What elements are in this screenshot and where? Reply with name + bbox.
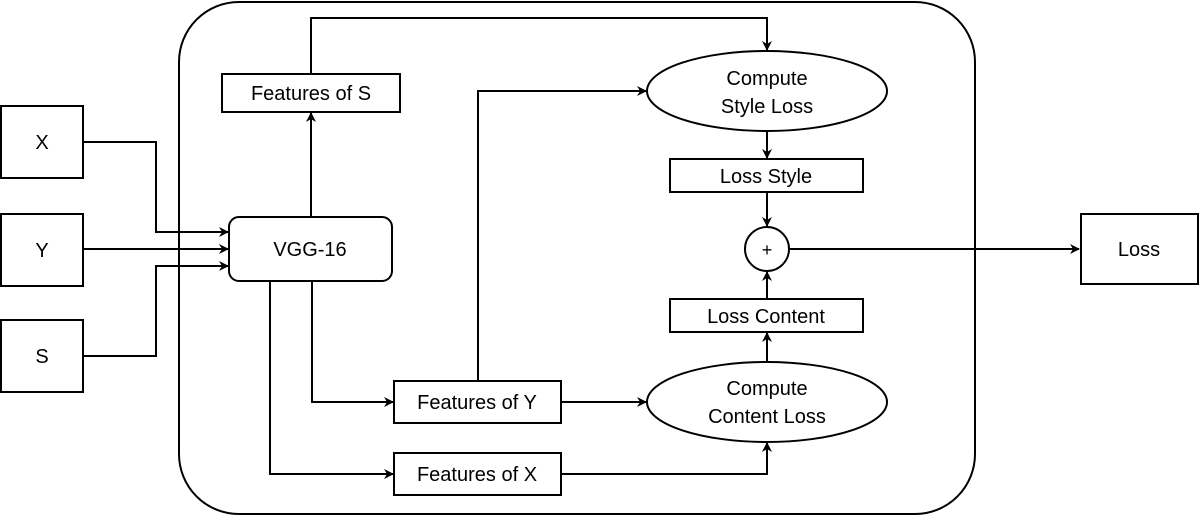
input-x-node[interactable]: X xyxy=(0,105,84,179)
input-s-node[interactable]: S xyxy=(0,319,84,393)
edge-x-to-vgg xyxy=(83,141,229,237)
features-s-label: Features of S xyxy=(251,83,371,105)
sum-node[interactable]: + xyxy=(744,226,790,272)
compute-style-loss-label-line1: Compute xyxy=(726,68,807,90)
output-loss-node[interactable]: Loss xyxy=(1080,213,1199,285)
features-x-node[interactable]: Features of X xyxy=(393,452,562,496)
plus-icon: + xyxy=(762,240,773,260)
features-y-node[interactable]: Features of Y xyxy=(393,380,562,424)
vgg16-node[interactable]: VGG-16 xyxy=(228,216,393,282)
edge-features-x-to-content-loss xyxy=(561,442,772,475)
compute-style-loss-label-line2: Style Loss xyxy=(721,96,813,118)
compute-content-loss-node[interactable]: Compute Content Loss xyxy=(646,361,888,443)
compute-content-loss-label-line1: Compute xyxy=(726,378,807,400)
vgg16-label: VGG-16 xyxy=(273,239,346,261)
input-y-node[interactable]: Y xyxy=(0,213,84,287)
edge-vgg-to-features-y xyxy=(311,281,394,407)
loss-content-label: Loss Content xyxy=(707,306,825,328)
edge-s-to-vgg xyxy=(83,261,229,357)
features-s-node[interactable]: Features of S xyxy=(221,73,401,113)
features-x-label: Features of X xyxy=(417,464,537,486)
edge-features-s-to-style-loss xyxy=(310,17,772,74)
edge-features-y-to-style-loss xyxy=(477,86,647,381)
compute-content-loss-label-line2: Content Loss xyxy=(708,406,826,428)
compute-style-loss-node[interactable]: Compute Style Loss xyxy=(646,50,888,132)
input-y-label: Y xyxy=(35,240,48,262)
input-x-label: X xyxy=(35,132,48,154)
features-y-label: Features of Y xyxy=(417,392,537,414)
loss-style-node[interactable]: Loss Style xyxy=(669,158,864,193)
loss-content-node[interactable]: Loss Content xyxy=(669,298,864,333)
loss-style-label: Loss Style xyxy=(720,166,812,188)
edge-vgg-to-features-x xyxy=(269,281,394,479)
output-loss-label: Loss xyxy=(1118,239,1160,261)
input-s-label: S xyxy=(35,346,48,368)
